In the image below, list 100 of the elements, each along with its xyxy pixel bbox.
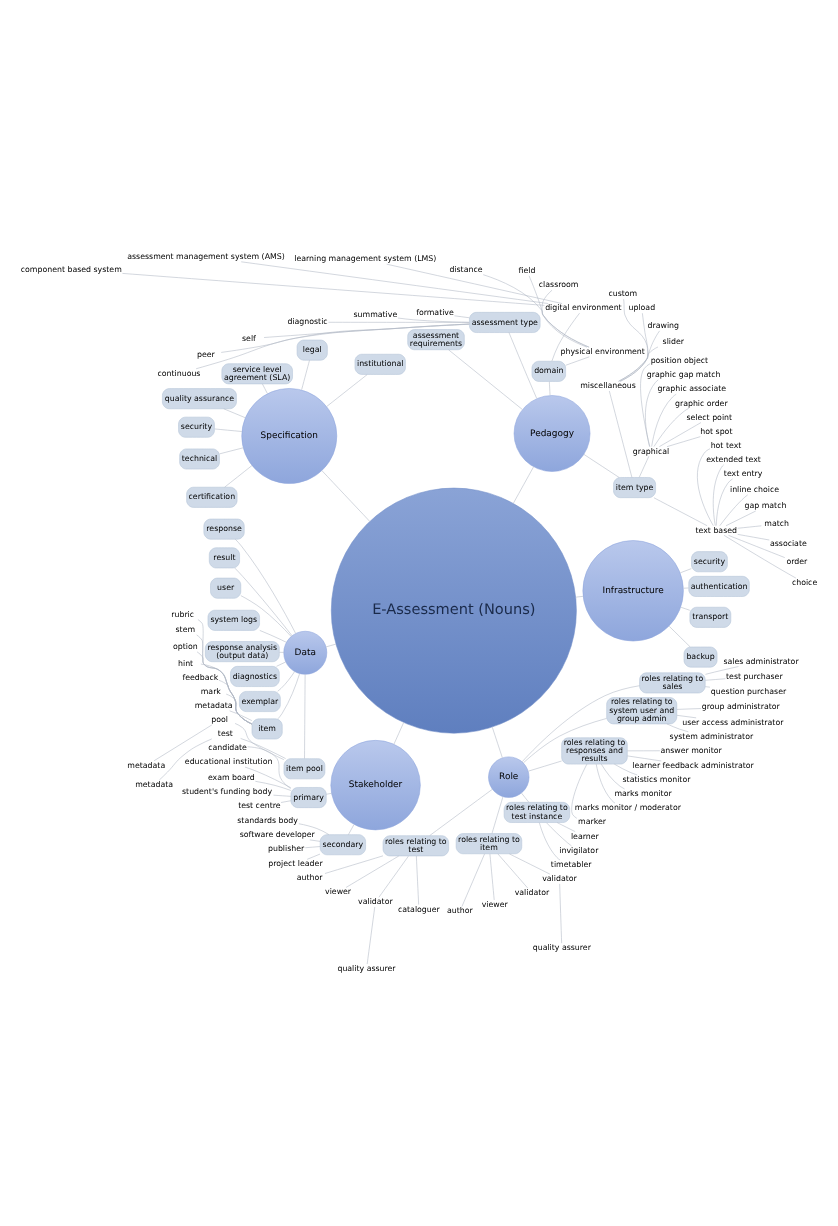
connector: [608, 390, 632, 478]
connector: [667, 626, 690, 648]
connector: [233, 567, 292, 637]
connector: [526, 760, 561, 772]
connector: [570, 763, 587, 819]
connector: [665, 436, 700, 447]
connector: [223, 465, 252, 488]
connector: [490, 796, 503, 834]
connector: [239, 595, 291, 637]
connector: [228, 710, 252, 721]
connector: [377, 855, 408, 898]
connector: [152, 724, 212, 762]
connector: [520, 792, 528, 803]
connector: [278, 652, 284, 653]
connector: [512, 466, 533, 504]
connector: [704, 666, 738, 675]
connector: [460, 853, 484, 907]
connector: [564, 356, 589, 366]
connector: [658, 422, 701, 447]
connector: [527, 275, 589, 348]
connector: [224, 693, 252, 725]
connector: [736, 534, 769, 541]
connector: [308, 839, 320, 842]
connector: [675, 708, 701, 710]
connector: [303, 674, 305, 759]
connector: [325, 793, 331, 795]
connector: [637, 455, 649, 478]
connector: [217, 680, 252, 725]
connector: [652, 497, 707, 526]
connector: [617, 330, 659, 382]
connector: [540, 289, 587, 348]
connector: [199, 663, 252, 725]
connector: [194, 323, 469, 370]
connector: [276, 673, 299, 719]
connector: [323, 855, 383, 874]
connector: [496, 853, 528, 889]
connector: [613, 763, 637, 776]
connector: [558, 883, 561, 944]
connector: [488, 853, 494, 901]
connector: [324, 643, 336, 648]
connector: [644, 379, 658, 447]
connector: [545, 822, 571, 847]
connector: [538, 822, 560, 861]
connector: [305, 853, 320, 860]
connector: [196, 619, 252, 725]
connector: [234, 538, 295, 634]
connector: [261, 383, 267, 394]
connector: [727, 535, 785, 558]
connector: [675, 715, 696, 719]
connector: [300, 360, 309, 391]
connector: [428, 789, 492, 836]
connector: [711, 464, 724, 526]
connector: [522, 718, 606, 764]
connector: [582, 454, 619, 478]
connector: [254, 781, 291, 791]
connector: [275, 661, 286, 667]
connector: [550, 312, 579, 362]
connector: [665, 723, 688, 733]
connector: [594, 763, 615, 804]
connector: [325, 374, 367, 407]
connector: [650, 393, 676, 447]
connector: [491, 726, 502, 758]
connector: [481, 274, 589, 348]
connector: [507, 332, 536, 399]
connector: [736, 525, 761, 529]
connector: [121, 273, 544, 306]
connector: [704, 686, 710, 688]
connector: [696, 448, 713, 526]
connector: [722, 535, 796, 579]
connector: [639, 363, 650, 447]
connector: [385, 263, 562, 304]
connector: [233, 723, 284, 760]
connector: [618, 298, 648, 382]
connector: [347, 824, 354, 835]
connector: [222, 408, 245, 418]
connector: [679, 568, 691, 574]
connector: [703, 678, 725, 681]
connector: [715, 478, 732, 526]
connector: [158, 738, 212, 781]
connector: [652, 408, 689, 447]
connector: [262, 323, 469, 338]
connector: [258, 630, 286, 643]
connector: [396, 317, 469, 323]
connector: [724, 510, 756, 526]
connector: [548, 381, 550, 396]
connector: [195, 634, 252, 725]
connector: [555, 822, 575, 832]
connector: [213, 428, 242, 432]
connector: [218, 447, 243, 455]
connector: [574, 596, 583, 598]
connector: [392, 722, 403, 745]
connector: [415, 855, 418, 905]
connector: [320, 470, 369, 522]
connector: [195, 651, 252, 725]
connector: [239, 261, 548, 304]
connector: [303, 846, 320, 848]
connector: [600, 763, 624, 790]
connector: [718, 494, 747, 526]
connector: [447, 349, 522, 410]
connector: [508, 853, 550, 875]
